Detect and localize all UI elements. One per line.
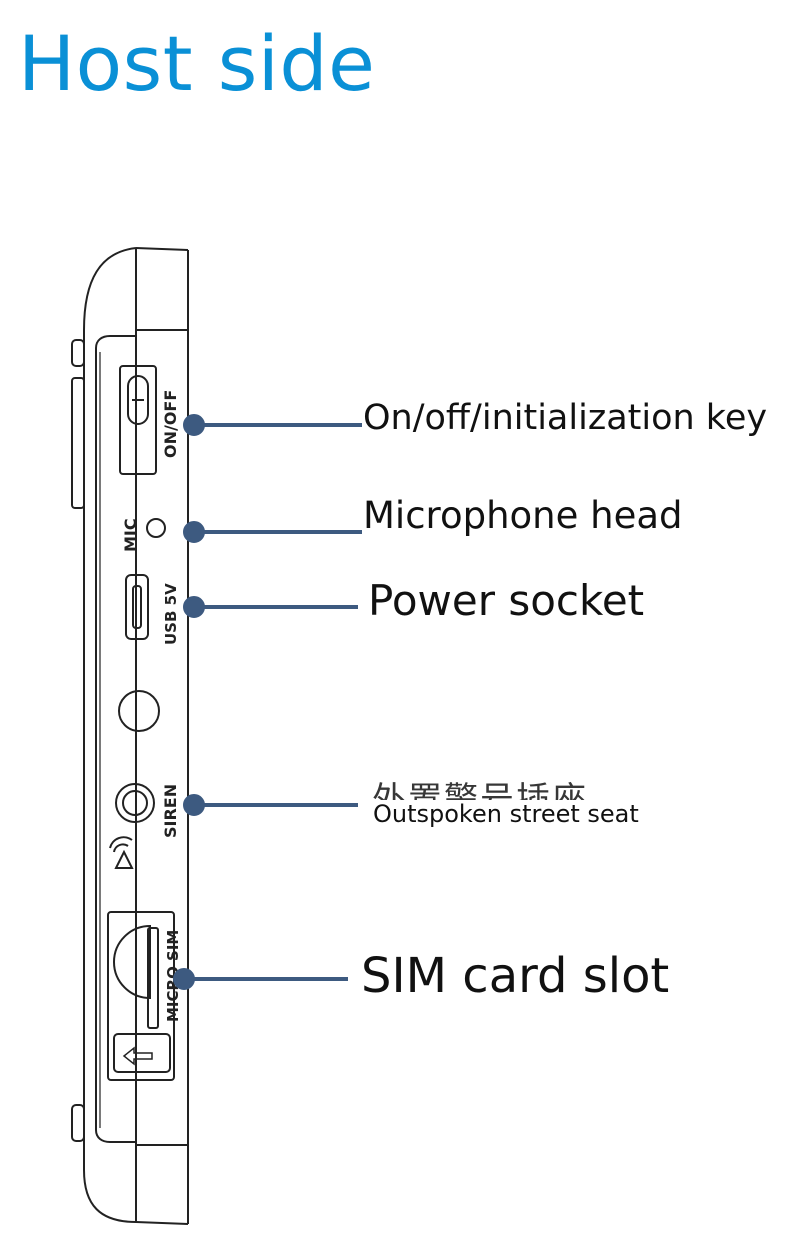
callout-mic-line (183, 521, 362, 543)
device-usb-text: USB 5V (162, 583, 180, 645)
label-sim-card-slot: SIM card slot (361, 948, 670, 1004)
device-onoff-text: ON/OFF (161, 390, 180, 458)
label-siren-seat: Outspoken street seat (373, 800, 639, 828)
callout-power-line (183, 596, 358, 618)
label-microphone-head: Microphone head (363, 494, 683, 537)
label-siren-original-text: 外置警号插座 (372, 780, 588, 800)
label-power-socket: Power socket (368, 576, 645, 625)
page-title: Host side (18, 19, 376, 108)
callout-onoff-line (183, 414, 362, 436)
device-siren-text: SIREN (161, 784, 180, 838)
callout-sim-line (173, 968, 348, 990)
label-onoff-key: On/off/initialization key (363, 398, 768, 438)
callout-siren-line (183, 794, 358, 816)
device-mic-text: MIC (121, 518, 140, 552)
device-sim-text: MICRO SIM (164, 930, 182, 1022)
